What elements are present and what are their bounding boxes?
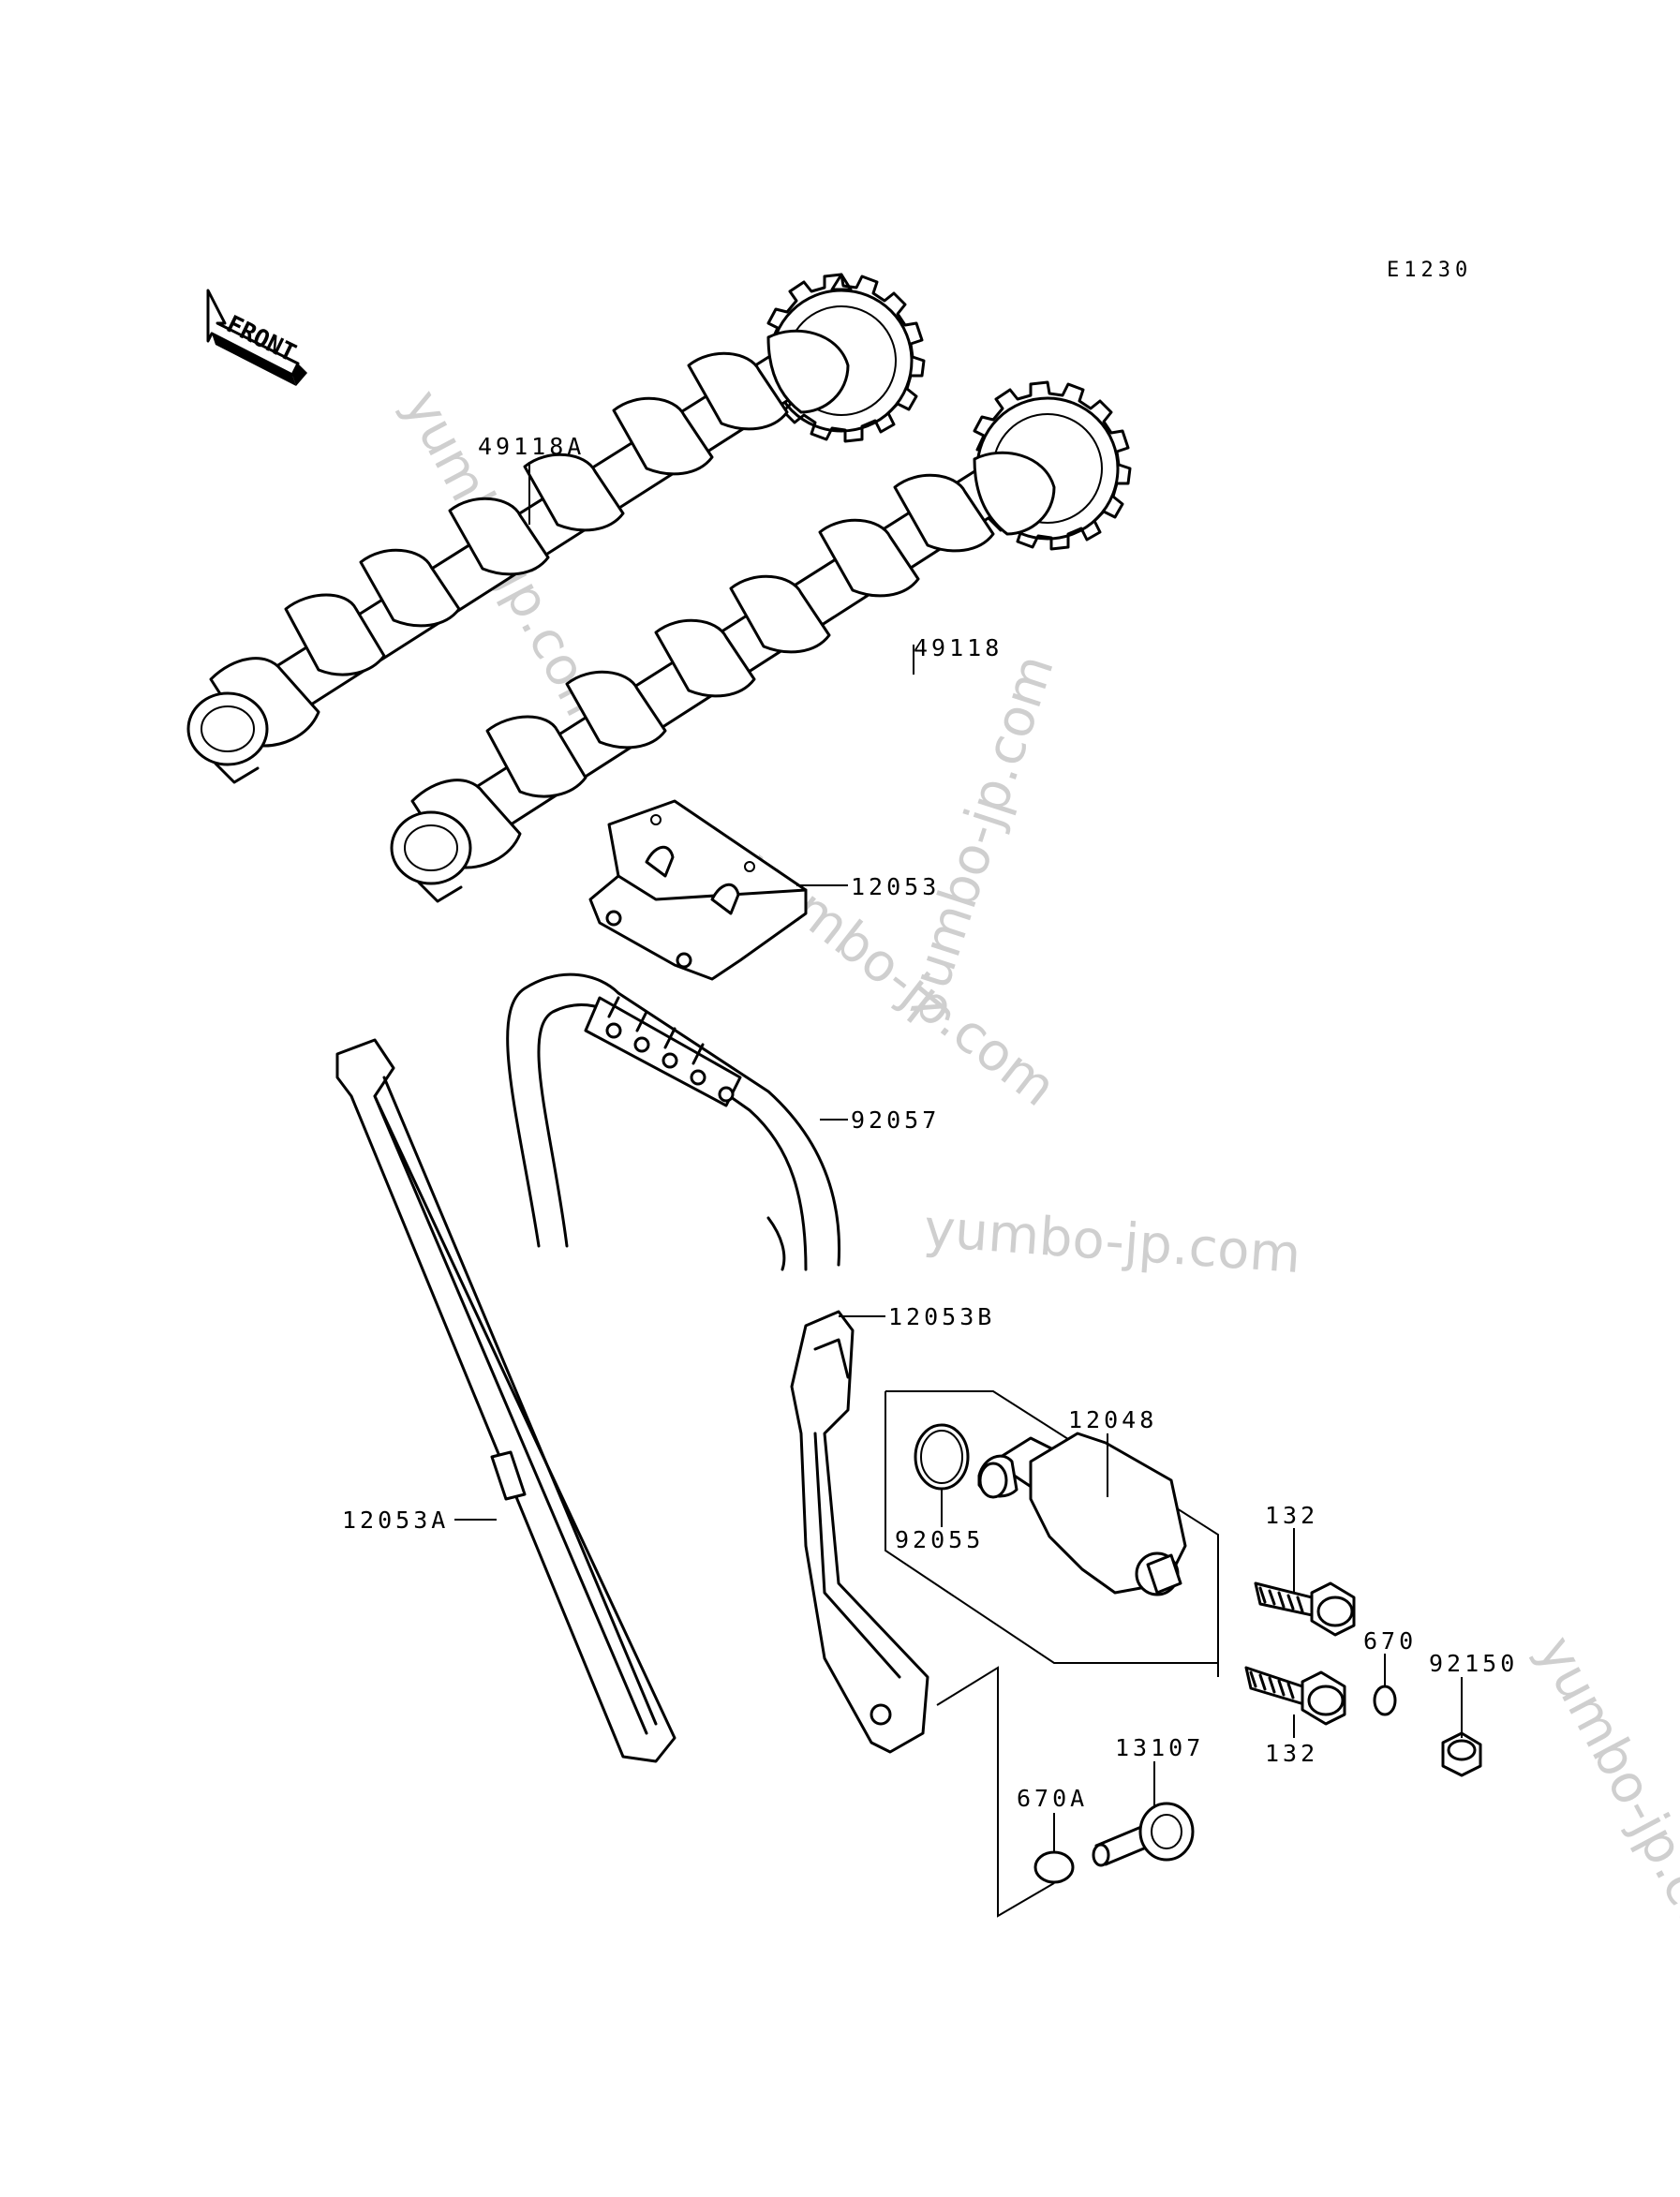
leader-lines xyxy=(454,462,1463,1918)
tensioner xyxy=(977,1432,1187,1596)
diagram-code: E1230 xyxy=(1387,259,1472,282)
label-12053a: 12053A xyxy=(342,1507,449,1534)
gasket xyxy=(1373,1685,1397,1716)
front-direction-arrow: FRONT xyxy=(206,289,307,386)
label-92057: 92057 xyxy=(851,1106,940,1134)
chain-guide-b xyxy=(790,1310,929,1754)
label-12053b: 12053B xyxy=(888,1303,995,1330)
pivot-pin xyxy=(1092,1802,1195,1867)
chain-guide-upper xyxy=(588,799,808,981)
label-132-upper: 132 xyxy=(1265,1502,1318,1529)
bolt-upper xyxy=(1254,1581,1356,1637)
label-132-lower: 132 xyxy=(1265,1740,1318,1767)
part-labels: 49118A 49118 12053 92057 12053B 12048 12… xyxy=(342,433,1518,1812)
label-49118a: 49118A xyxy=(478,433,585,460)
gasket-a xyxy=(1033,1850,1075,1884)
chain-guide-a xyxy=(335,1038,676,1763)
o-ring xyxy=(914,1423,970,1491)
label-92150: 92150 xyxy=(1429,1650,1518,1677)
label-13107: 13107 xyxy=(1115,1734,1204,1761)
camshaft-exhaust xyxy=(390,380,1132,903)
camshaft-intake xyxy=(186,273,926,784)
bolt-flange xyxy=(1441,1731,1482,1777)
label-670: 670 xyxy=(1363,1627,1417,1655)
label-92055: 92055 xyxy=(895,1526,984,1553)
watermark-group: yumbo-jp.com yumbo-jp.com yumbo-jp.com y… xyxy=(392,380,1680,1988)
cam-chain xyxy=(506,972,841,1271)
label-12053: 12053 xyxy=(851,873,940,900)
watermark-5: yumbo-jp.com xyxy=(1525,1626,1680,1988)
label-49118: 49118 xyxy=(914,634,1003,661)
label-12048: 12048 xyxy=(1068,1406,1157,1433)
bolt-lower xyxy=(1244,1666,1346,1726)
label-670a: 670A xyxy=(1017,1785,1088,1812)
watermark-3: yumbo-jp.com xyxy=(922,1198,1302,1285)
